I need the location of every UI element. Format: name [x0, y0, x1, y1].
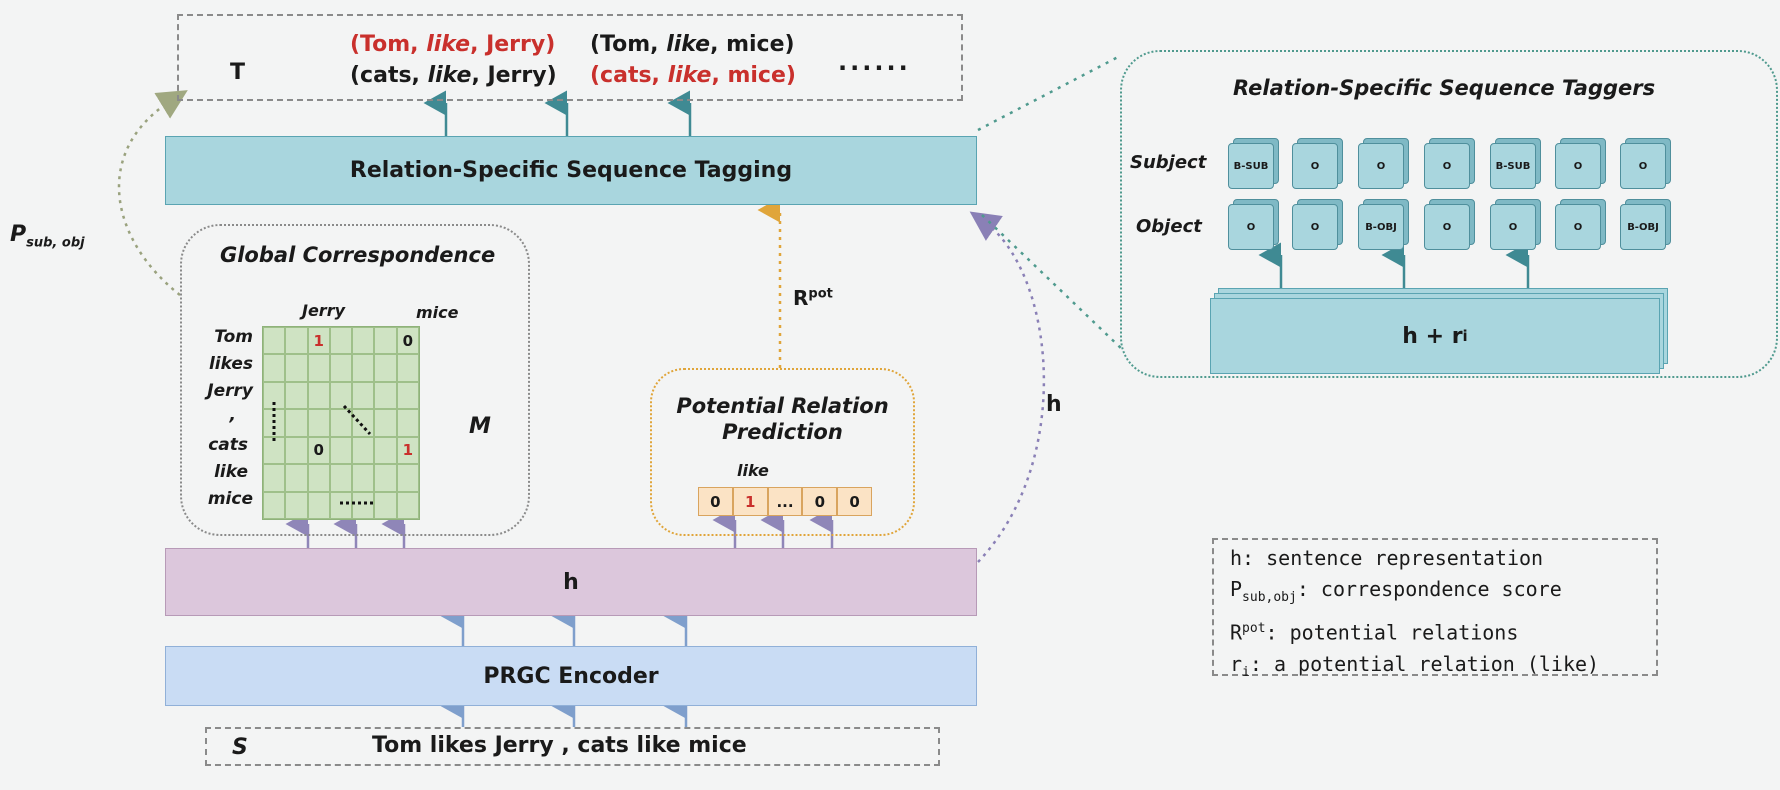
triple-tom-like-mice: (Tom, like, mice)	[590, 32, 795, 57]
relation-vector-cell: ...	[767, 487, 803, 516]
object-tag: B-OBJ	[1358, 199, 1409, 250]
tagger-input-arrows	[1258, 242, 1530, 290]
rpot-label: Rpot	[793, 286, 833, 310]
subject-tag: O	[1424, 138, 1475, 189]
output-ellipsis: ......	[838, 48, 911, 76]
like-label: like	[737, 461, 769, 480]
triple-tom-like-jerry: (Tom, like, Jerry)	[350, 32, 556, 57]
legend-box	[1212, 538, 1658, 676]
relation-vector-cell: 0	[802, 487, 838, 516]
potential-relation-title: Potential Relation Prediction	[676, 394, 889, 444]
matrix-label-m: M	[469, 414, 491, 439]
p-sub-obj-curve	[117, 90, 188, 296]
potential-relation-box	[650, 368, 915, 536]
sequence-taggers-title: Relation-Specific Sequence Taggers	[1233, 76, 1656, 100]
triple-cats-like-jerry: (cats, like, Jerry)	[350, 63, 557, 88]
row-label-mice: mice	[207, 489, 253, 509]
relation-vector-cell: 1	[732, 487, 768, 516]
object-row-label: Object	[1136, 216, 1202, 237]
output-triples-box	[177, 14, 963, 101]
object-tag: O	[1228, 199, 1279, 250]
subject-row-label: Subject	[1130, 152, 1207, 173]
p-sub-obj-label: Psub, obj	[10, 222, 85, 251]
input-sentence: Tom likes Jerry , cats like mice	[372, 733, 747, 758]
col-label-mice: mice	[416, 303, 459, 322]
row-label-likes: likes	[208, 354, 253, 374]
subject-tag: B-SUB	[1490, 138, 1541, 189]
legend-h: h: sentence representation	[1230, 546, 1544, 570]
legend-ri: ri: a potential relation (like)	[1230, 651, 1600, 680]
sequence-taggers-box	[1120, 50, 1778, 378]
encoder-to-h-arrows	[440, 603, 688, 646]
object-tag: B-OBJ	[1620, 199, 1671, 250]
row-label-comma: ,	[229, 405, 236, 425]
subject-tag: O	[1620, 138, 1671, 189]
correspondence-matrix: 1 0 0 1	[262, 326, 420, 520]
h-to-matrix-arrows	[285, 511, 406, 548]
global-correspondence-box	[180, 224, 530, 536]
object-tag: O	[1292, 199, 1343, 250]
legend-content: h: sentence representation Psub,obj: cor…	[1230, 543, 1599, 688]
input-s-label: S	[232, 735, 248, 760]
legend-p: Psub,obj: correspondence score	[1230, 577, 1562, 605]
subject-tag: O	[1358, 138, 1409, 189]
col-label-jerry: Jerry	[302, 301, 346, 320]
row-label-tom: Tom	[214, 327, 253, 347]
subject-tag: B-SUB	[1228, 138, 1279, 189]
zoom-line-top	[977, 54, 1121, 132]
matrix-cell-cats-mice: 1	[396, 436, 419, 465]
object-tag: O	[1555, 199, 1606, 250]
relation-specific-sequence-tagging: Relation-Specific Sequence Tagging	[165, 136, 977, 205]
subject-tag: O	[1555, 138, 1606, 189]
subject-tag: O	[1292, 138, 1343, 189]
global-correspondence-title: Global Correspondence	[220, 243, 496, 267]
legend-rpot: Rpot: potential relations	[1230, 620, 1519, 645]
relation-vector: 0 1 ... 0 0	[698, 487, 872, 516]
triple-cats-like-mice: (cats, like, mice)	[590, 63, 796, 88]
relation-vector-cell: 0	[698, 487, 733, 516]
object-tag: O	[1424, 199, 1475, 250]
sentence-representation-h: h	[165, 548, 977, 616]
zoom-line-bottom	[981, 214, 1126, 353]
object-tag: O	[1490, 199, 1541, 250]
h-side-label: h	[1046, 392, 1062, 417]
h-curve	[969, 211, 1046, 563]
row-label-jerry: Jerry	[207, 381, 253, 401]
matrix-cell-cats-jerry: 0	[307, 436, 330, 465]
matrix-cell-tom-jerry: 1	[307, 327, 330, 355]
matrix-cell-tom-mice: 0	[396, 327, 419, 355]
tagging-to-output-arrows	[423, 90, 692, 136]
relation-vector-cell: 0	[837, 487, 872, 516]
input-sentence-box	[205, 727, 940, 766]
output-label: T	[230, 60, 246, 85]
matrix-ellipsis-marks	[272, 402, 374, 505]
prgc-encoder: PRGC Encoder	[165, 646, 977, 706]
row-label-like: like	[214, 462, 248, 482]
input-to-encoder-arrows	[440, 693, 688, 727]
row-label-cats: cats	[208, 435, 248, 455]
